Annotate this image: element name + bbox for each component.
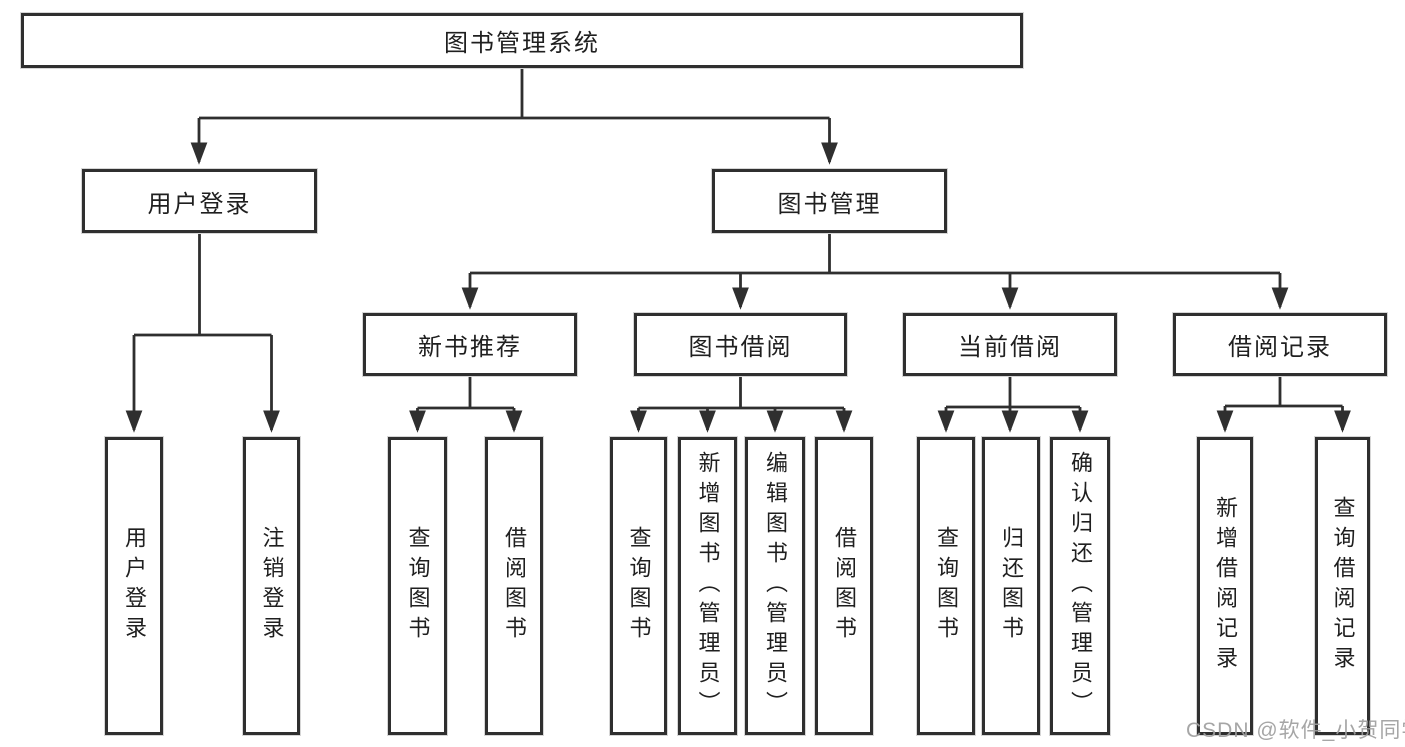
csdn-watermark: CSDN @软件_小贺同学 — [1186, 719, 1405, 742]
node-label: 编辑图书（管理员） — [763, 451, 788, 721]
node-label: 新增借阅记录 — [1213, 496, 1238, 676]
leaf-logout: 注销登录 — [243, 437, 300, 735]
node-label: 图书管理 — [777, 190, 882, 218]
node-book-management: 图书管理 — [712, 169, 947, 233]
connector-book-management-branch — [461, 233, 1289, 310]
connector-current-borrowing-branch — [937, 376, 1089, 433]
leaf-query-books-current: 查询图书 — [917, 437, 975, 735]
node-label: 新书推荐 — [418, 334, 522, 361]
node-label: 归还图书 — [999, 526, 1024, 646]
node-label: 查询图书 — [405, 526, 431, 646]
node-current-borrowing: 当前借阅 — [903, 313, 1117, 376]
leaf-query-books-recommend: 查询图书 — [388, 437, 447, 735]
node-label: 查询图书 — [934, 526, 959, 646]
node-borrowing-records: 借阅记录 — [1173, 313, 1387, 376]
leaf-return-books: 归还图书 — [982, 437, 1040, 735]
leaf-borrow-books: 借阅图书 — [815, 437, 873, 735]
connector-user-login-branch — [125, 233, 280, 433]
connector-root-branch — [190, 68, 838, 165]
node-root-system: 图书管理系统 — [21, 13, 1023, 68]
node-label: 图书借阅 — [688, 334, 793, 361]
connector-book-borrowing-branch — [630, 376, 853, 433]
leaf-user-login: 用户登录 — [105, 437, 163, 735]
connector-new-book-branch — [409, 376, 523, 433]
node-label: 新增图书（管理员） — [695, 451, 721, 721]
node-user-login: 用户登录 — [82, 169, 317, 233]
node-label: 查询借阅记录 — [1330, 496, 1356, 676]
node-label: 当前借阅 — [958, 334, 1062, 361]
node-label: 查询图书 — [626, 526, 652, 646]
node-label: 确认归还（管理员） — [1068, 451, 1093, 721]
leaf-query-books-borrowing: 查询图书 — [610, 437, 667, 735]
node-label: 注销登录 — [259, 526, 285, 646]
node-label: 用户登录 — [122, 526, 147, 646]
node-new-book-recommend: 新书推荐 — [363, 313, 577, 376]
leaf-add-borrow-record: 新增借阅记录 — [1197, 437, 1253, 735]
leaf-query-borrow-record: 查询借阅记录 — [1315, 437, 1370, 735]
leaf-borrow-books-recommend: 借阅图书 — [485, 437, 543, 735]
node-label: 借阅图书 — [502, 526, 527, 646]
node-label: 借阅图书 — [832, 526, 857, 646]
leaf-edit-books-admin: 编辑图书（管理员） — [745, 437, 805, 735]
node-book-borrowing: 图书借阅 — [634, 313, 847, 376]
node-label: 借阅记录 — [1228, 334, 1332, 361]
leaf-confirm-return-admin: 确认归还（管理员） — [1050, 437, 1110, 735]
node-label: 图书管理系统 — [444, 30, 600, 57]
node-label: 用户登录 — [147, 190, 252, 218]
leaf-add-books-admin: 新增图书（管理员） — [678, 437, 737, 735]
connector-borrowing-records-branch — [1216, 376, 1351, 433]
